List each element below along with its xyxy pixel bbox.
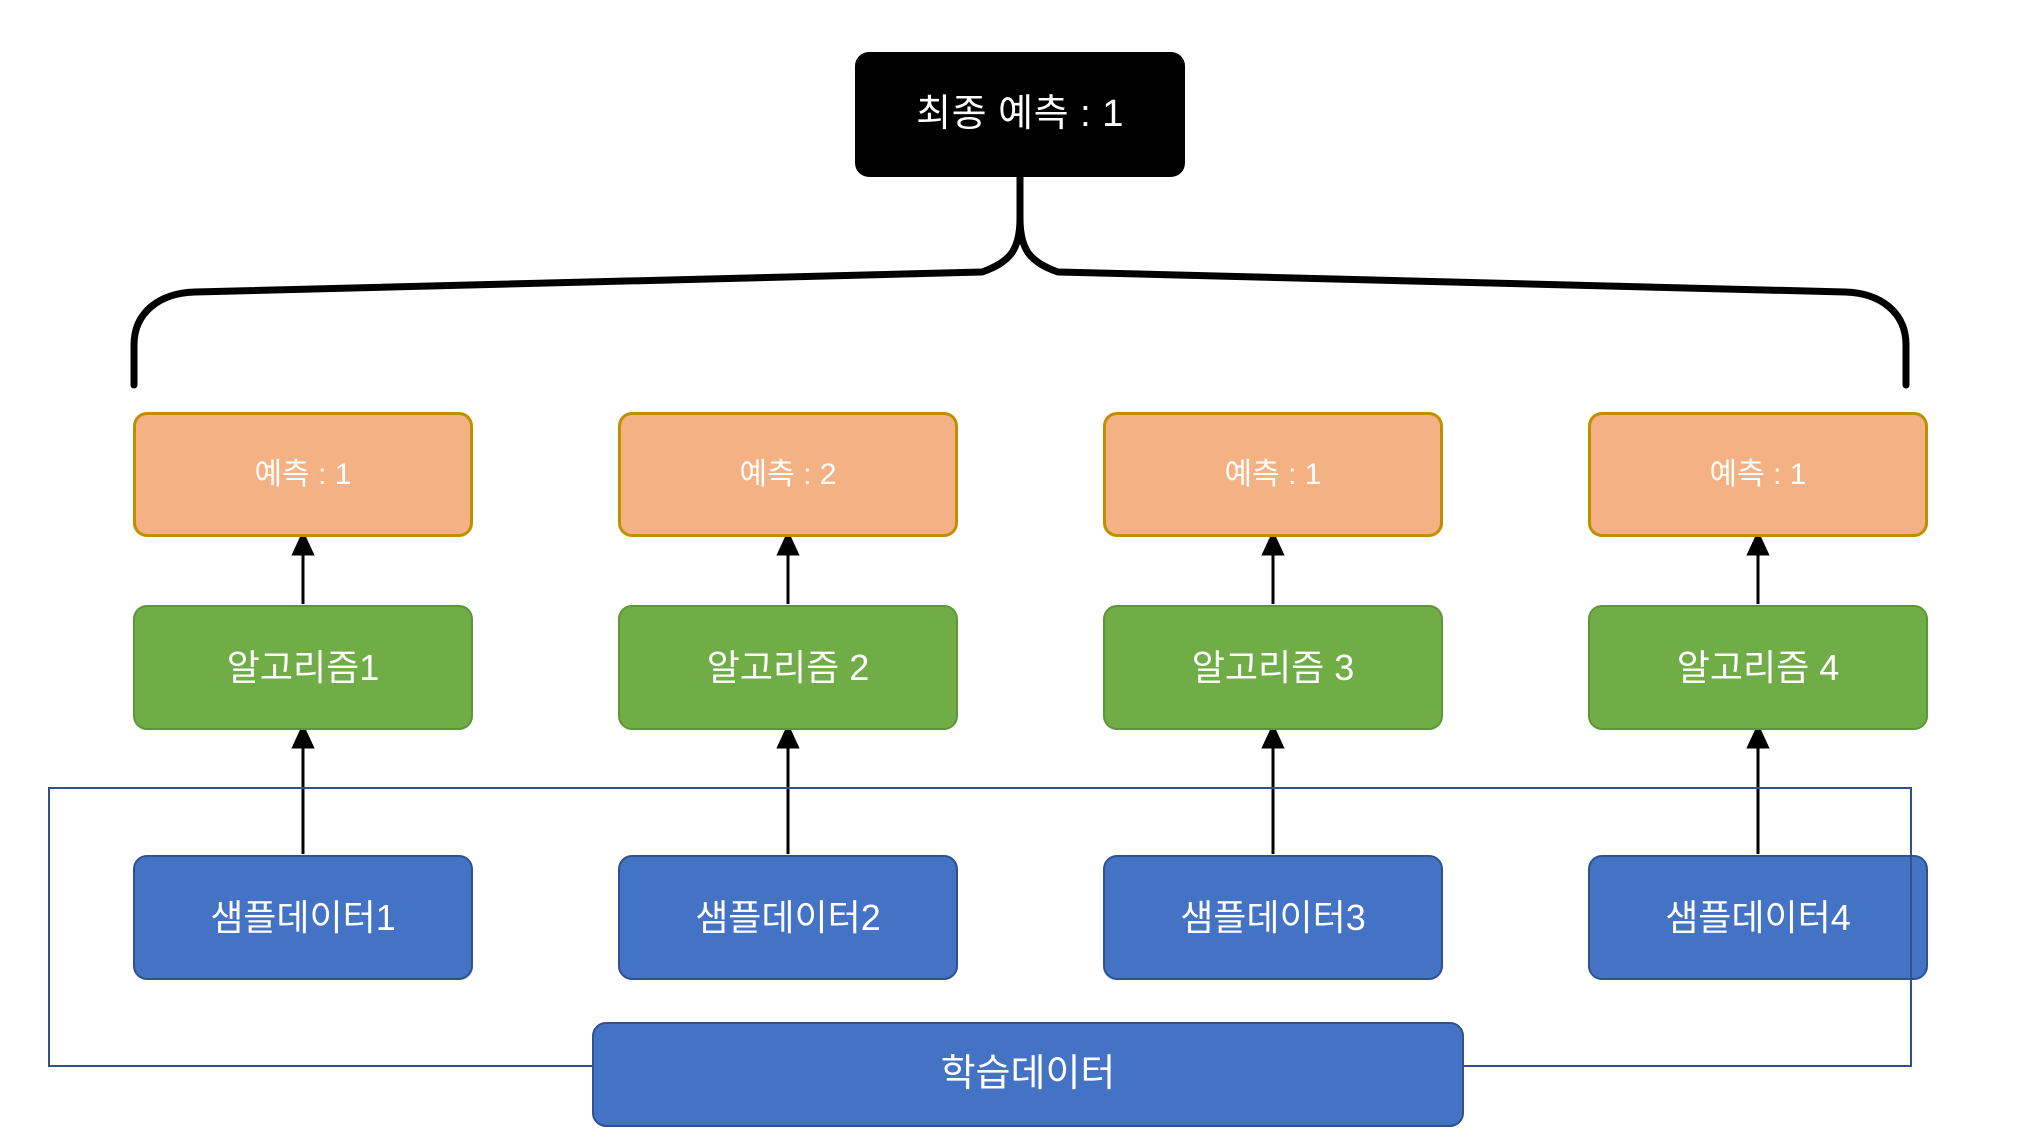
- algorithm-node-2[interactable]: 알고리즘 2: [618, 605, 958, 730]
- sample-data-node-1[interactable]: 샘플데이터1: [133, 855, 473, 980]
- algorithm-node-1[interactable]: 알고리즘1: [133, 605, 473, 730]
- arrow-algorithm-to-prediction-group: [291, 530, 1770, 604]
- sample-data-node-4[interactable]: 샘플데이터4: [1588, 855, 1928, 980]
- training-data-node[interactable]: 학습데이터: [592, 1022, 1464, 1127]
- prediction-node-3[interactable]: 예측 : 1: [1103, 412, 1443, 537]
- algorithm-node-3[interactable]: 알고리즘 3: [1103, 605, 1443, 730]
- prediction-node-2[interactable]: 예측 : 2: [618, 412, 958, 537]
- sample-data-node-3[interactable]: 샘플데이터3: [1103, 855, 1443, 980]
- algorithm-node-4[interactable]: 알고리즘 4: [1588, 605, 1928, 730]
- curly-brace-icon: [130, 173, 1910, 389]
- sample-data-node-2[interactable]: 샘플데이터2: [618, 855, 958, 980]
- prediction-node-1[interactable]: 예측 : 1: [133, 412, 473, 537]
- final-prediction-node[interactable]: 최종 예측 : 1: [855, 52, 1185, 177]
- prediction-node-4[interactable]: 예측 : 1: [1588, 412, 1928, 537]
